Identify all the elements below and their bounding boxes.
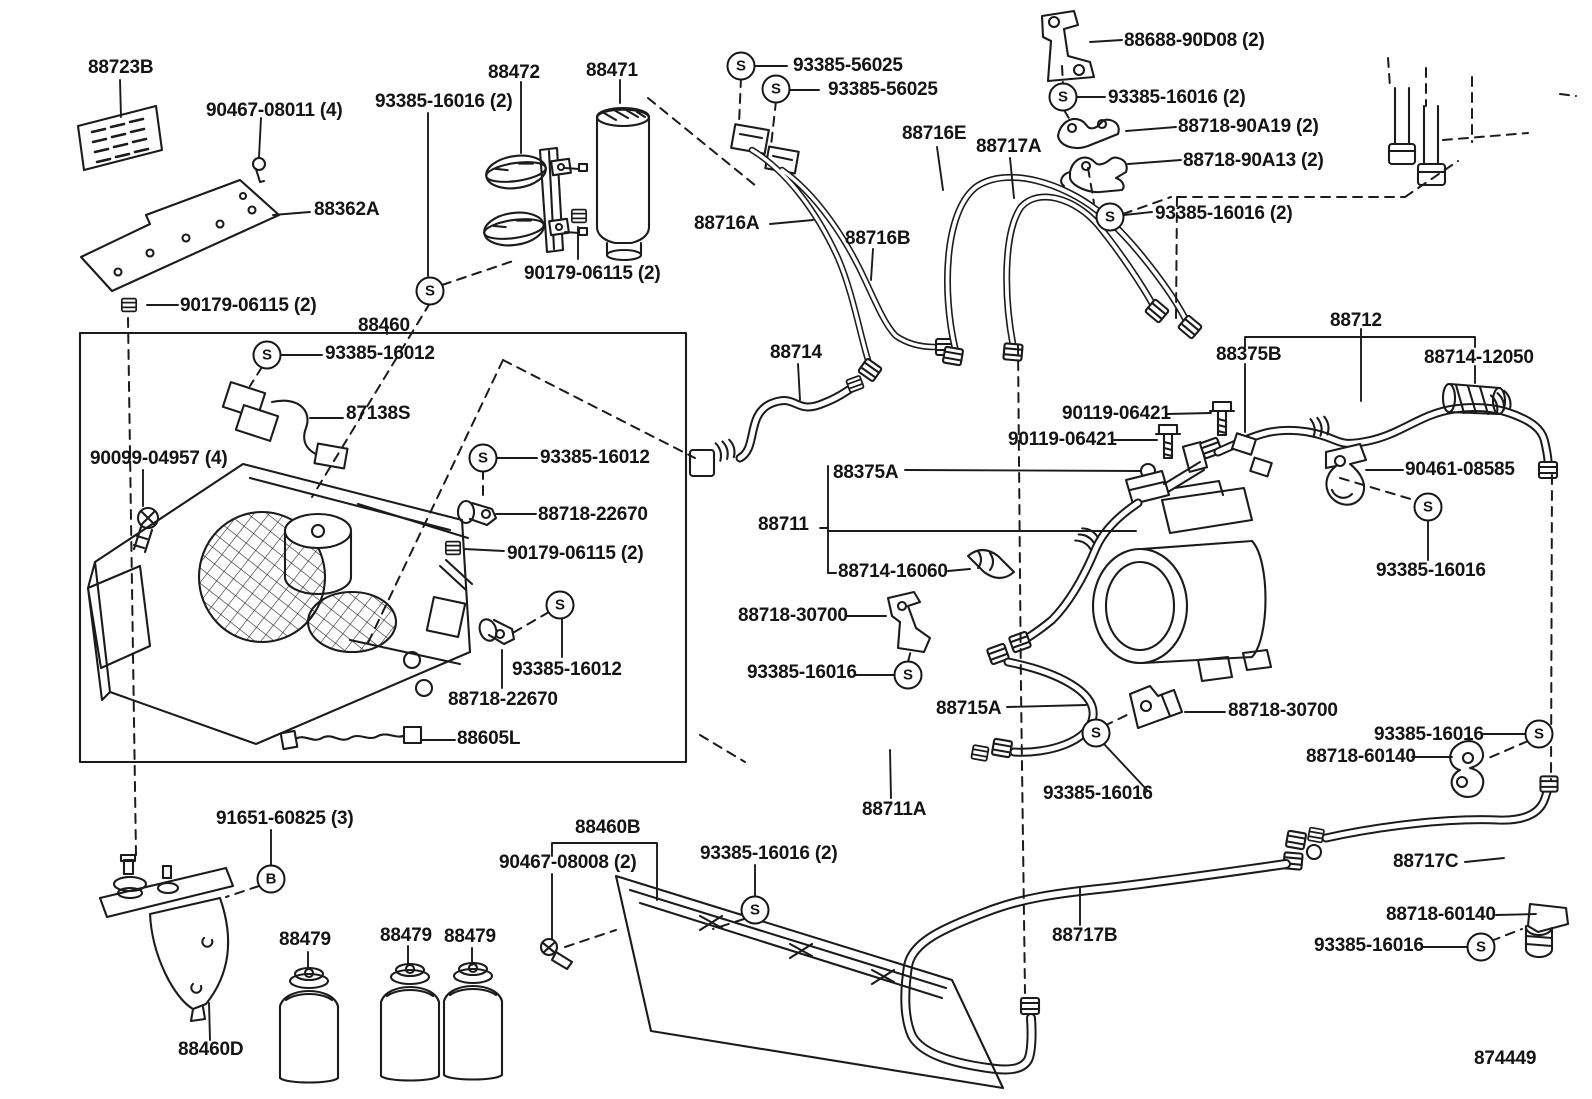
part-label-88723b: 88723B	[88, 57, 154, 78]
part-label-88479-c: 88479	[444, 926, 496, 947]
part-label-88712: 88712	[1330, 310, 1382, 331]
symbol-S-callout: S	[726, 51, 756, 81]
part-label-88688-90d08-2: 88688-90D08 (2)	[1124, 30, 1265, 51]
part-label-88718-90a13-2: 88718-90A13 (2)	[1183, 150, 1324, 171]
part-label-90119-06421-b: 90119-06421	[1008, 429, 1117, 450]
part-label-88718-30700-a: 88718-30700	[738, 605, 848, 626]
part-label-93385-16016-2-c: 93385-16016 (2)	[1155, 203, 1293, 224]
part-label-93385-16016-a: 93385-16016	[1376, 560, 1486, 581]
symbol-S-callout: S	[761, 74, 791, 104]
symbol-S-callout: S	[1413, 492, 1443, 522]
part-label-90461-08585: 90461-08585	[1405, 459, 1515, 480]
part-label-90119-06421-a: 90119-06421	[1062, 403, 1171, 424]
part-label-88711a: 88711A	[862, 799, 927, 820]
part-label-88714-16060: 88714-16060	[838, 561, 948, 582]
symbol-S-callout: S	[740, 895, 770, 925]
part-label-88718-22670-b: 88718-22670	[448, 689, 558, 710]
symbol-S-callout: S	[893, 660, 923, 690]
symbol-S-callout: S	[468, 443, 498, 473]
part-label-88479-b: 88479	[380, 925, 432, 946]
part-label-88714-12050: 88714-12050	[1424, 347, 1534, 368]
part-label-88375b: 88375B	[1216, 344, 1282, 365]
symbol-S-callout: S	[1524, 719, 1554, 749]
part-label-87138s: 87138S	[346, 403, 411, 424]
part-label-88717a: 88717A	[976, 136, 1042, 157]
part-label-90467-08008-2: 90467-08008 (2)	[499, 852, 637, 873]
part-label-93385-16012-a: 93385-16012	[325, 343, 435, 364]
symbol-B-callout: B	[256, 864, 286, 894]
part-label-90099-04957-4: 90099-04957 (4)	[90, 448, 228, 469]
part-label-88472: 88472	[488, 62, 540, 83]
part-label-93385-16012-c: 93385-16012	[512, 659, 622, 680]
part-label-88717b: 88717B	[1052, 925, 1118, 946]
part-label-88362a: 88362A	[314, 199, 380, 220]
part-label-88375a: 88375A	[833, 462, 899, 483]
symbol-S-callout: S	[415, 276, 445, 306]
figure-number: 874449	[1474, 1048, 1537, 1069]
part-label-93385-16016-b: 93385-16016	[747, 662, 857, 683]
part-label-93385-16016-2-b: 93385-16016 (2)	[1108, 87, 1246, 108]
part-label-88714: 88714	[770, 342, 822, 363]
part-label-91651-60825-3: 91651-60825 (3)	[216, 808, 354, 829]
part-label-93385-16012-b: 93385-16012	[540, 447, 650, 468]
part-label-88718-60140-a: 88718-60140	[1306, 746, 1416, 767]
part-label-90179-06115-2-b: 90179-06115 (2)	[524, 263, 661, 284]
part-label-88717c: 88717C	[1393, 851, 1459, 872]
part-label-90179-06115-2-a: 90179-06115 (2)	[180, 295, 317, 316]
part-label-88460: 88460	[358, 315, 410, 336]
part-label-88711: 88711	[758, 514, 809, 535]
part-label-93385-56025-b: 93385-56025	[828, 79, 938, 100]
part-label-88716b: 88716B	[845, 228, 911, 249]
symbol-S-callout: S	[545, 590, 575, 620]
part-label-88718-30700-b: 88718-30700	[1228, 700, 1338, 721]
part-label-88716a: 88716A	[694, 213, 760, 234]
part-label-90179-06115-2-c: 90179-06115 (2)	[507, 543, 644, 564]
part-label-93385-16016-d: 93385-16016	[1374, 724, 1484, 745]
part-label-88460b: 88460B	[575, 817, 641, 838]
part-label-93385-16016-e: 93385-16016	[1314, 935, 1424, 956]
part-label-93385-16016-c: 93385-16016	[1043, 783, 1153, 804]
part-label-93385-16016-2-a: 93385-16016 (2)	[375, 91, 513, 112]
symbol-S-callout: S	[1095, 202, 1125, 232]
symbol-S-callout: S	[1048, 82, 1078, 112]
part-label-88718-22670-a: 88718-22670	[538, 504, 648, 525]
part-label-88716e: 88716E	[902, 123, 967, 144]
part-label-88460d: 88460D	[178, 1039, 244, 1060]
part-label-88718-60140-b: 88718-60140	[1386, 904, 1496, 925]
part-label-88715a: 88715A	[936, 698, 1002, 719]
part-label-88718-90a19-2: 88718-90A19 (2)	[1178, 116, 1319, 137]
part-label-88471: 88471	[586, 60, 638, 81]
part-label-88479-a: 88479	[279, 929, 331, 950]
symbol-S-callout: S	[252, 340, 282, 370]
part-label-90467-08011-4: 90467-08011 (4)	[206, 100, 343, 121]
symbol-S-callout: S	[1081, 718, 1111, 748]
part-label-93385-16016-2-d: 93385-16016 (2)	[700, 843, 838, 864]
part-label-88605l: 88605L	[457, 728, 521, 749]
part-label-93385-56025-a: 93385-56025	[793, 55, 903, 76]
symbol-S-callout: S	[1466, 932, 1496, 962]
